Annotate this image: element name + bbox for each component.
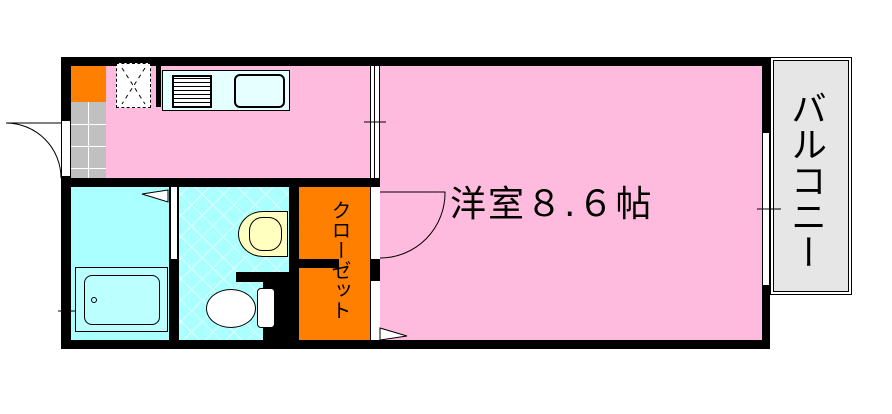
closet-label: クローゼット [328, 200, 352, 320]
bathtub-inner [84, 275, 160, 325]
closet-door-upper[interactable] [370, 187, 380, 259]
shoe-box [71, 66, 106, 102]
western-room-label: 洋室８.６帖 [450, 184, 654, 225]
toilet-wall [236, 272, 289, 282]
washbasin-icon [238, 211, 288, 257]
balcony-inner [773, 60, 849, 292]
western-room [380, 66, 762, 340]
refrigerator-space [116, 63, 151, 108]
interior-wall [61, 178, 380, 187]
closet-door-lower[interactable] [370, 281, 380, 340]
toilet-icon [206, 289, 256, 328]
gas-stove-icon [172, 75, 212, 108]
entrance-door-opening[interactable] [61, 120, 71, 177]
closet-door-post [370, 259, 380, 281]
balcony-label: バルコニー [785, 90, 826, 270]
closet-shelf [299, 259, 339, 268]
entrance-tile [71, 102, 106, 178]
washbasin-bowl [249, 217, 282, 251]
bath-door[interactable] [170, 187, 178, 259]
toilet-tank-icon [257, 288, 275, 328]
drain-icon [91, 297, 97, 303]
closet-wall [289, 187, 299, 340]
sink-icon [234, 74, 285, 108]
fridge-divider [156, 66, 161, 107]
bath-wall [170, 259, 178, 340]
